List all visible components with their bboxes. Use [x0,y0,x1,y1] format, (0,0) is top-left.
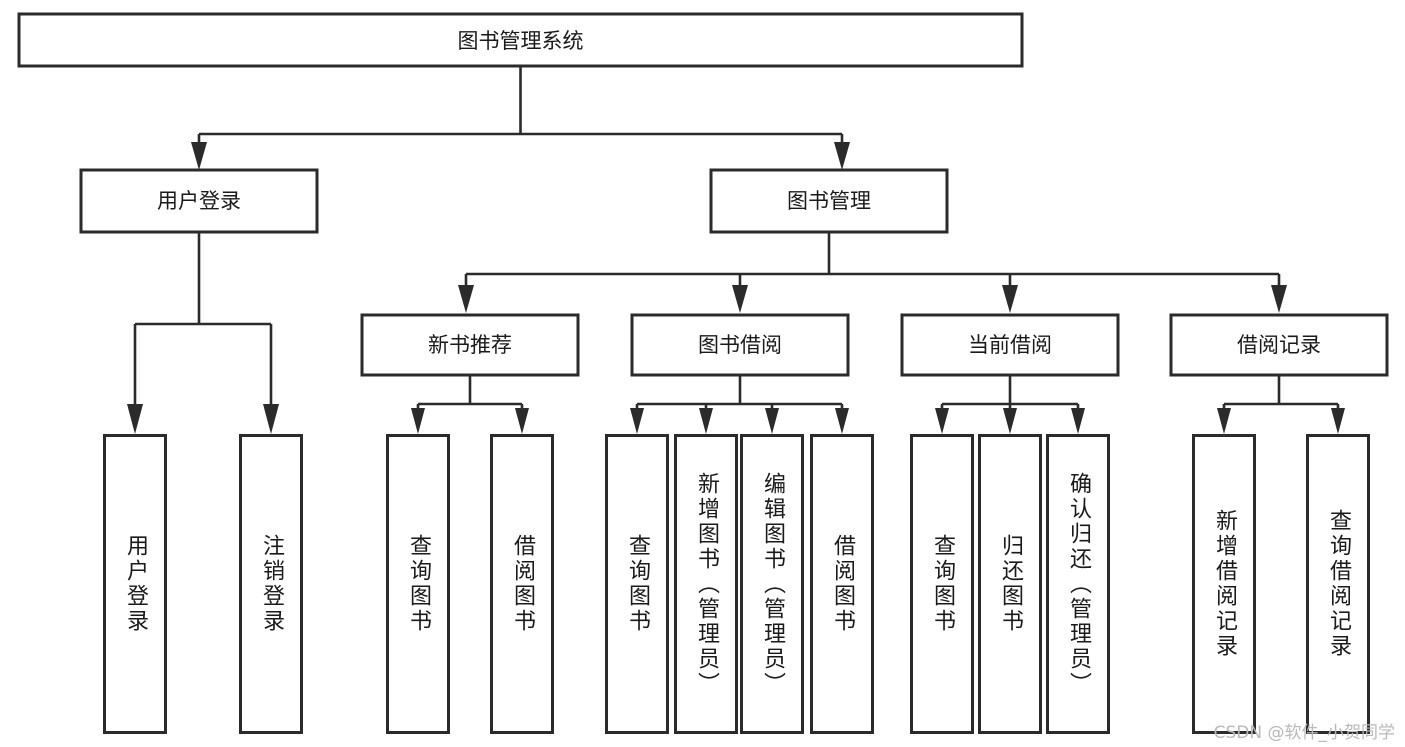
leaf-node-return-book-label: 归还图书 [997,534,1023,634]
leaf-node-borrow-book-2-label: 借阅图书 [829,534,855,634]
leaf-node-add-book[interactable]: 新增图书（管理员） [674,434,738,734]
leaf-node-borrow-book-1-label: 借阅图书 [509,534,535,634]
leaf-node-query-record[interactable]: 查询借阅记录 [1306,434,1370,734]
connector-book-manage-to-level3 [458,232,1287,313]
connector-root-to-level2 [191,66,850,170]
leaf-node-confirm-return[interactable]: 确认归还（管理员） [1046,434,1110,734]
leaf-node-query-book-3[interactable]: 查询图书 [910,434,974,734]
leaf-node-add-record-label: 新增借阅记录 [1211,509,1237,659]
node-root-label: 图书管理系统 [458,29,584,53]
connector-current-borrow-to-leaves [935,375,1085,434]
node-book-manage[interactable]: 图书管理 [709,168,949,234]
node-root[interactable]: 图书管理系统 [17,12,1024,68]
leaf-node-edit-book[interactable]: 编辑图书（管理员） [740,434,804,734]
leaf-node-query-book-2[interactable]: 查询图书 [605,434,669,734]
leaf-node-return-book[interactable]: 归还图书 [978,434,1042,734]
node-user-login[interactable]: 用户登录 [79,168,319,234]
node-book-borrow-label: 图书借阅 [698,333,782,357]
leaf-node-confirm-return-label: 确认归还（管理员） [1065,471,1091,697]
leaf-node-borrow-book-2[interactable]: 借阅图书 [810,434,874,734]
node-new-book-rec-label: 新书推荐 [428,333,512,357]
node-book-borrow[interactable]: 图书借阅 [630,313,850,377]
node-borrow-record[interactable]: 借阅记录 [1169,313,1389,377]
leaf-node-logout-label: 注销登录 [258,534,284,634]
leaf-node-edit-book-label: 编辑图书（管理员） [759,471,785,697]
leaf-node-query-book-1-label: 查询图书 [405,534,431,634]
node-new-book-rec[interactable]: 新书推荐 [360,313,580,377]
connector-user-login-to-leaves [127,232,279,434]
node-current-borrow[interactable]: 当前借阅 [900,313,1120,377]
node-current-borrow-label: 当前借阅 [968,333,1052,357]
node-user-login-label: 用户登录 [157,189,241,213]
connector-borrow-record-to-leaves [1217,375,1345,434]
leaf-node-user-login[interactable]: 用户登录 [103,434,167,734]
leaf-node-query-book-3-label: 查询图书 [929,534,955,634]
csdn-watermark: CSDN @软件_小贺同学 [1213,723,1395,743]
leaf-node-user-login-label: 用户登录 [122,534,148,634]
node-book-manage-label: 图书管理 [787,189,871,213]
node-borrow-record-label: 借阅记录 [1237,333,1321,357]
leaf-node-query-book-2-label: 查询图书 [624,534,650,634]
connector-new-book-rec-to-leaves [411,375,529,434]
leaf-node-borrow-book-1[interactable]: 借阅图书 [490,434,554,734]
connector-book-borrow-to-leaves [630,375,849,434]
leaf-node-logout[interactable]: 注销登录 [239,434,303,734]
leaf-node-add-book-label: 新增图书（管理员） [693,471,719,697]
leaf-node-query-record-label: 查询借阅记录 [1325,509,1351,659]
leaf-node-query-book-1[interactable]: 查询图书 [386,434,450,734]
leaf-node-add-record[interactable]: 新增借阅记录 [1192,434,1256,734]
